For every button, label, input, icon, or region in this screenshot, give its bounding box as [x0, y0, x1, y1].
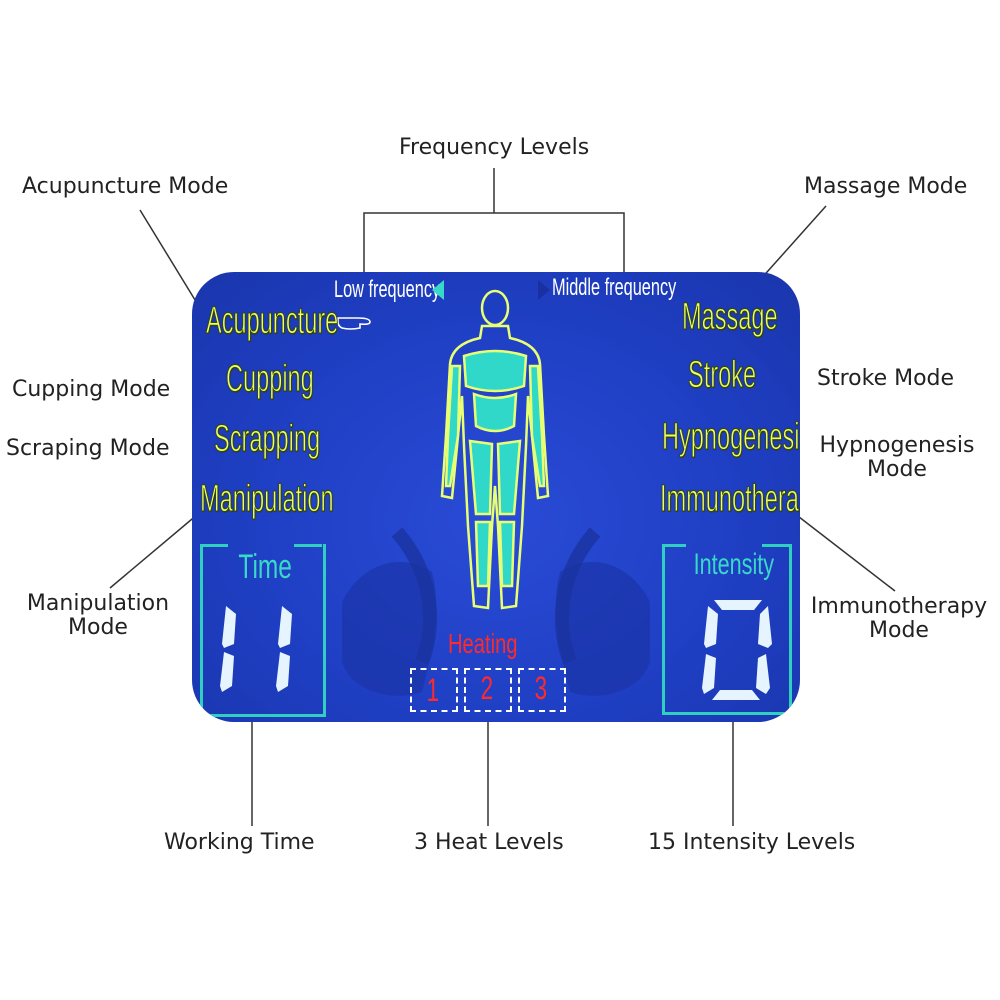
manipulation-mode-line1: Manipulation: [26, 591, 170, 616]
middle-frequency-arrow-icon: [538, 280, 550, 300]
scraping-mode-label: Scraping Mode: [6, 436, 170, 461]
heat-level-1-number: 1: [426, 672, 440, 708]
intensity-levels-label: 15 Intensity Levels: [648, 830, 856, 855]
right-foot-watermark: [555, 562, 650, 696]
mode-manipulation[interactable]: Manipulation: [200, 478, 334, 521]
left-foot-watermark: [342, 562, 437, 696]
right-curve-watermark: [555, 527, 601, 665]
immunotherapy-leader-line: [789, 509, 896, 592]
intensity-seven-segment: [702, 600, 772, 700]
body-head: [480, 289, 510, 327]
time-panel-top-right-edge: [294, 544, 322, 547]
heat-level-2-number: 2: [480, 670, 494, 706]
heat-level-3-box[interactable]: [518, 668, 566, 712]
cupping-mode-label: Cupping Mode: [12, 377, 171, 402]
pointing-hand-icon: [337, 317, 371, 330]
immunotherapy-mode-label: Immunotherapy Mode: [805, 595, 993, 643]
low-frequency-label: Low frequency: [334, 276, 441, 303]
intensity-panel-top-right-edge: [762, 544, 789, 547]
heat-level-1-box[interactable]: [410, 668, 458, 712]
immunotherapy-mode-line2: Mode: [869, 618, 929, 643]
screen-background-decor: [342, 527, 650, 696]
lcd-screen: Low frequency Middle frequency Acupunctu…: [192, 272, 800, 722]
intensity-digits: [700, 598, 776, 702]
body-abdomen: [472, 392, 518, 433]
human-body-figure: [440, 289, 550, 610]
time-seven-segment: [220, 606, 292, 692]
body-right-thigh: [496, 439, 522, 516]
time-digits: [214, 602, 314, 694]
body-right-arm: [528, 364, 546, 488]
working-time-label: Working Time: [164, 830, 315, 855]
time-label: Time: [238, 548, 292, 586]
hypnogenesis-mode-label: Hypnogenesis Mode: [813, 434, 981, 482]
immunotherapy-mode-line1: Immunotherapy: [810, 594, 988, 619]
manipulation-mode-line2: Mode: [68, 615, 128, 640]
body-right-shin: [498, 520, 516, 588]
low-frequency-arrow-icon: [432, 280, 444, 300]
mode-stroke[interactable]: Stroke: [688, 354, 757, 397]
heat-levels-label: 3 Heat Levels: [414, 830, 564, 855]
hypnogenesis-mode-line1: Hypnogenesis: [819, 433, 975, 458]
body-torso-outline: [440, 324, 550, 610]
mode-hypnogenesis[interactable]: Hypnogenesis: [662, 416, 800, 459]
massage-mode-label: Massage Mode: [804, 174, 968, 199]
manipulation-mode-label: Manipulation Mode: [18, 592, 178, 640]
mode-scrapping[interactable]: Scrapping: [214, 418, 321, 461]
stroke-mode-label: Stroke Mode: [817, 366, 955, 391]
intensity-label: Intensity: [693, 548, 775, 581]
body-left-arm: [444, 364, 462, 488]
mode-cupping[interactable]: Cupping: [226, 358, 314, 401]
mode-massage[interactable]: Massage: [682, 296, 778, 339]
intensity-panel-top-left-edge: [662, 544, 686, 547]
acupuncture-leader-line: [139, 209, 204, 314]
heat-level-2-box[interactable]: [464, 668, 512, 712]
intensity-panel: [662, 544, 792, 715]
time-panel-top-left-edge: [200, 544, 228, 547]
body-left-thigh: [468, 439, 494, 516]
heating-label: Heating: [448, 628, 518, 659]
body-left-shin: [474, 520, 492, 588]
middle-frequency-label: Middle frequency: [552, 274, 677, 301]
left-curve-watermark: [391, 527, 437, 665]
manipulation-leader-line: [109, 513, 199, 589]
time-panel: [200, 544, 326, 717]
heat-level-3-number: 3: [534, 670, 548, 706]
mode-acupuncture[interactable]: Acupuncture: [206, 300, 339, 343]
frequency-levels-label: Frequency Levels: [399, 135, 590, 160]
acupuncture-mode-label: Acupuncture Mode: [22, 174, 229, 199]
body-chest: [462, 349, 528, 393]
hypnogenesis-mode-line2: Mode: [867, 457, 927, 482]
mode-immunotherapy[interactable]: Immunotherapy: [660, 478, 800, 521]
